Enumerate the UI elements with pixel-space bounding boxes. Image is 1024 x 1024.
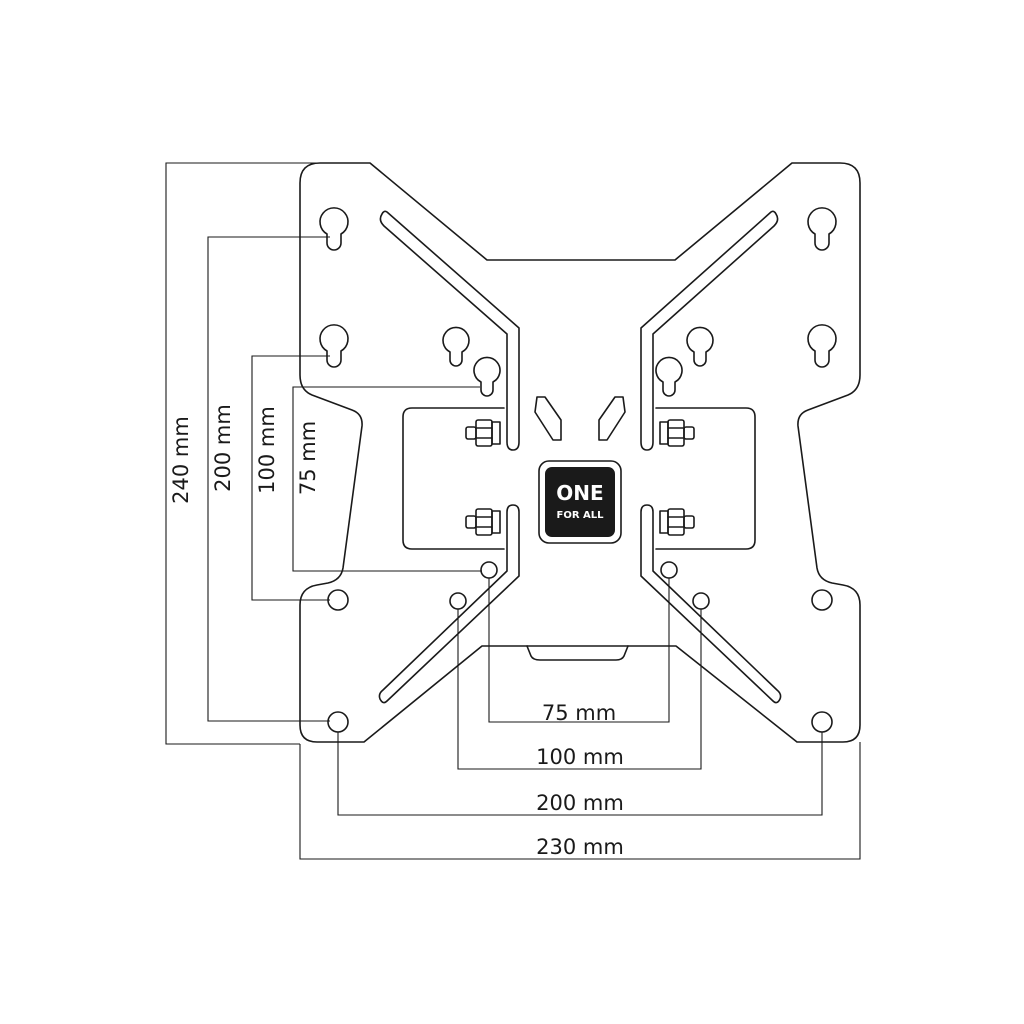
one-for-all-logo: ONE FOR ALL xyxy=(545,467,615,537)
label-h230: 230 mm xyxy=(536,835,624,859)
label-v240: 240 mm xyxy=(169,416,193,504)
bolt-left-lower xyxy=(465,508,501,536)
dim-line-240 xyxy=(165,162,320,745)
dim-line-h100 xyxy=(457,609,702,770)
slot-top-left xyxy=(379,210,520,451)
slot-top-right xyxy=(640,210,779,451)
dim-line-75 xyxy=(292,386,482,572)
dim-line-h200 xyxy=(337,732,823,816)
logo-frame xyxy=(538,460,622,544)
dim-line-100 xyxy=(251,355,330,601)
dimension-labels: 240 mm 200 mm 100 mm 75 mm 75 mm 100 mm … xyxy=(169,404,624,859)
dim-line-200 xyxy=(207,236,330,722)
label-h75: 75 mm xyxy=(542,701,616,725)
hole-75-left xyxy=(480,561,498,579)
hole-75-right xyxy=(660,561,678,579)
dim-line-h230 xyxy=(299,742,861,860)
logo-line2: FOR ALL xyxy=(557,510,605,521)
bolts xyxy=(465,419,695,536)
bolt-left-upper xyxy=(465,419,501,447)
label-h200: 200 mm xyxy=(536,791,624,815)
right-tab-cutout xyxy=(598,396,626,441)
hole-corner-bottom-right xyxy=(811,711,833,733)
mount-plate-outline xyxy=(299,162,861,743)
keyhole-inner-right xyxy=(686,326,714,367)
hole-200-bottom-right-upper xyxy=(811,589,833,611)
left-tab-cutout xyxy=(534,396,562,441)
hole-100-right xyxy=(692,592,710,610)
slot-bottom-left xyxy=(378,504,520,704)
hole-200-bottom-left-upper xyxy=(327,589,349,611)
keyhole-inner-left xyxy=(442,326,470,367)
logo-line1: ONE xyxy=(556,481,603,505)
keyhole-center-left xyxy=(473,356,501,397)
right-side-frame xyxy=(655,407,756,550)
bolt-right-upper xyxy=(659,419,695,447)
keyhole-top-left xyxy=(319,207,349,251)
left-side-frame xyxy=(402,407,505,550)
keyholes xyxy=(319,207,837,397)
bolt-right-lower xyxy=(659,508,695,536)
keyhole-center-right xyxy=(655,356,683,397)
label-v75: 75 mm xyxy=(296,421,320,495)
hole-100-left xyxy=(449,592,467,610)
keyhole-top-right xyxy=(807,207,837,251)
hole-corner-bottom-left xyxy=(327,711,349,733)
dimension-lines xyxy=(165,162,861,860)
keyhole-mid-right xyxy=(807,324,837,368)
dim-line-h75 xyxy=(488,578,670,723)
slot-bottom-right xyxy=(640,504,782,704)
bottom-bracket-detail xyxy=(526,645,629,661)
label-v100: 100 mm xyxy=(255,406,279,494)
label-v200: 200 mm xyxy=(211,404,235,492)
keyhole-mid-left xyxy=(319,324,349,368)
label-h100: 100 mm xyxy=(536,745,624,769)
